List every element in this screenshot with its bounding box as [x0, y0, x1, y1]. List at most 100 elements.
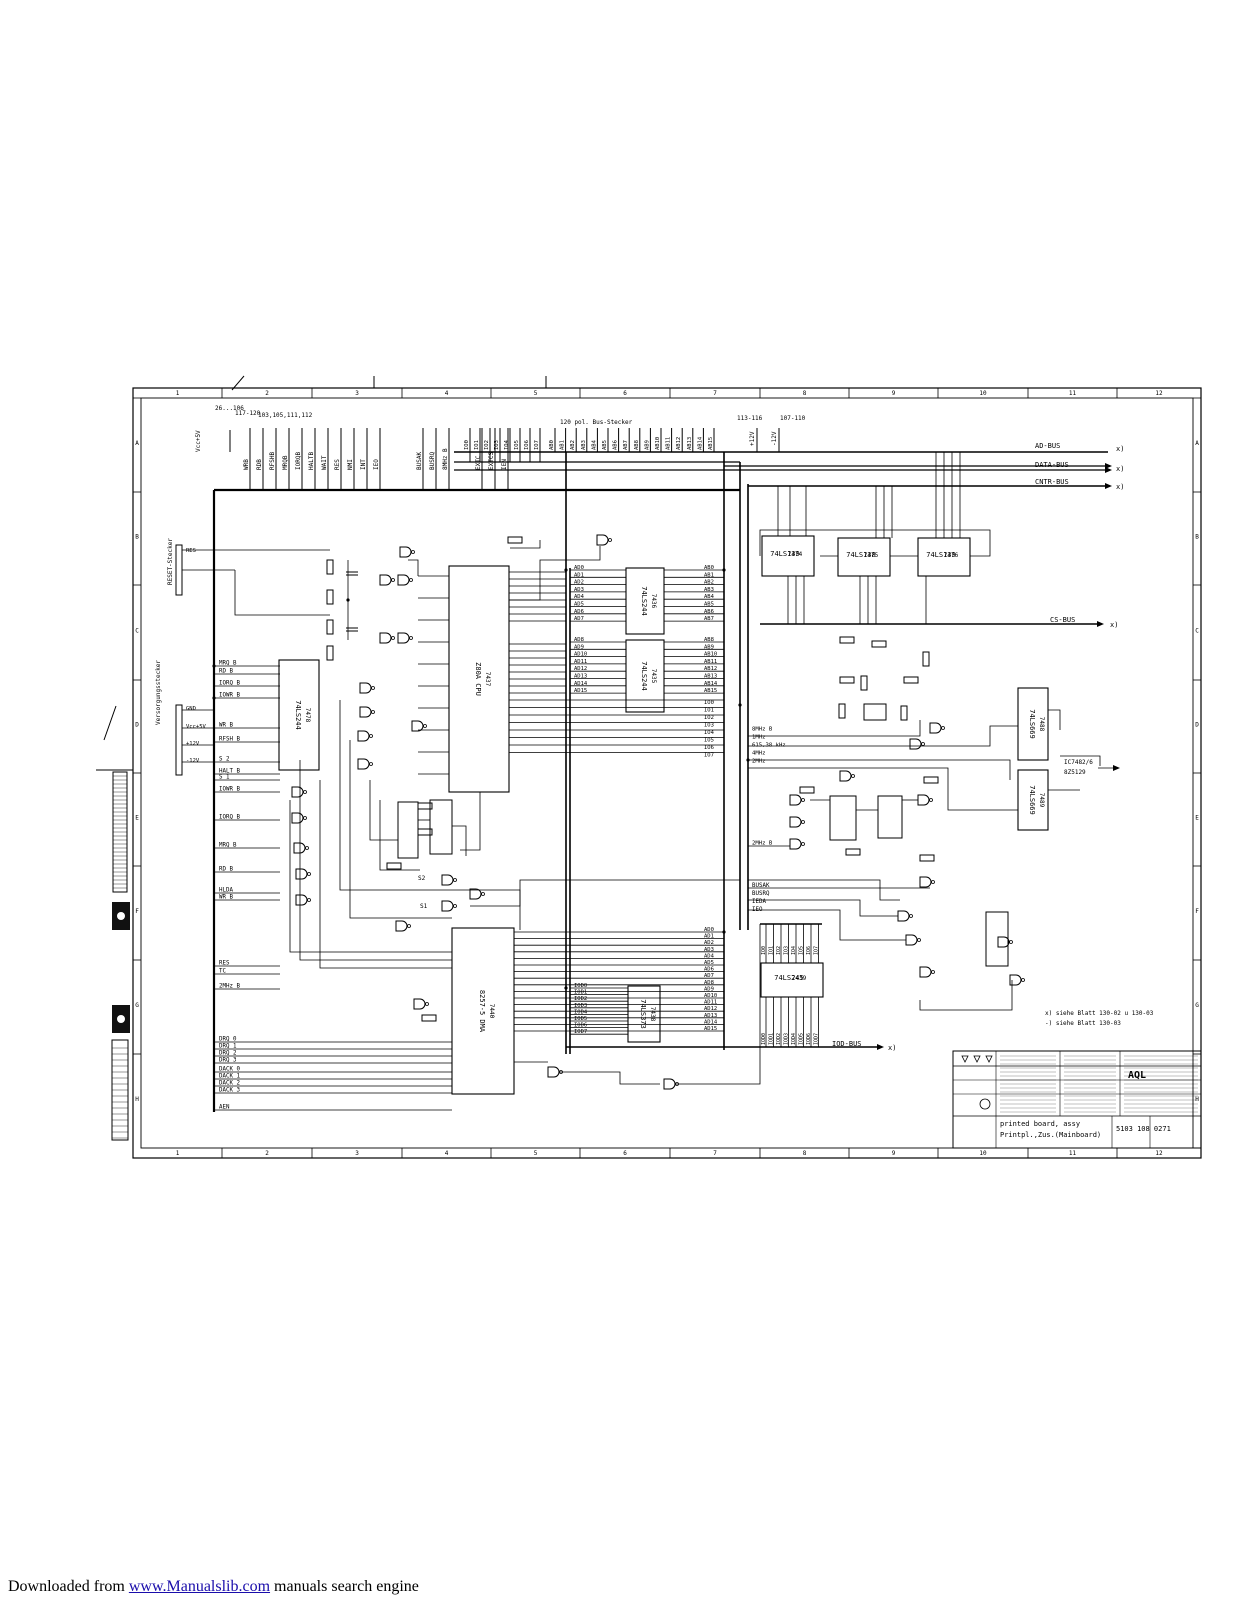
grid-col-label: 3	[355, 1150, 359, 1157]
xcvr-iod-label: IOD7	[814, 1033, 820, 1045]
gate-bubble	[608, 538, 612, 542]
note-arrow	[1113, 765, 1120, 771]
ad-bus-label: AD-BUS	[1035, 442, 1060, 450]
io-pin-label: IO2	[484, 440, 490, 450]
wire	[748, 759, 1011, 780]
grid-col-label: 8	[803, 390, 807, 397]
logic-gate	[547, 1066, 560, 1078]
wire	[748, 879, 900, 901]
grid-col-label: 4	[445, 1150, 449, 1157]
logic-gate	[789, 838, 802, 850]
ad-bus-arrow	[1105, 467, 1112, 473]
gate-bubble	[1009, 940, 1013, 944]
latch-line-label: IOD7	[574, 1029, 587, 1035]
z80a-cpu-chip	[448, 565, 510, 793]
junction-dot	[346, 598, 350, 602]
control-signal-label: 2MHz B	[219, 984, 240, 990]
logic-gate	[905, 934, 918, 946]
reset-connector	[175, 544, 183, 596]
tolerance-triangle	[985, 1055, 993, 1063]
wire	[349, 740, 452, 919]
wire	[748, 909, 906, 941]
chip-layer	[111, 387, 1202, 1159]
wire	[748, 767, 1018, 811]
wire	[1060, 755, 1101, 766]
dma-signal-label: AEN	[219, 1105, 230, 1111]
latch-line-label: IOD0	[574, 983, 587, 989]
clock-signal-label: 615,38 kHz	[752, 743, 786, 749]
timing-resistor	[900, 705, 908, 721]
ab-pin-label: AB8	[634, 440, 640, 450]
wire	[408, 559, 419, 576]
logic-gate	[663, 1078, 676, 1090]
logic-gate	[929, 722, 942, 734]
grid-col-label: 9	[892, 390, 896, 397]
logic-gate	[919, 966, 932, 978]
gate-bubble	[559, 1070, 563, 1074]
grid-col-label: 6	[623, 390, 627, 397]
bus-line-label: AB6	[704, 609, 714, 615]
xcvr-io-label: IO5	[799, 946, 805, 955]
counter-74ls669-7488-chip	[1017, 687, 1049, 761]
ab-pin-label: AB13	[687, 437, 693, 450]
gate-bubble	[909, 914, 913, 918]
io-pin-label: IO4	[504, 439, 510, 450]
manualslib-link[interactable]: www.Manualslib.com	[128, 1578, 271, 1595]
control-signal-label: RFSH B	[219, 737, 240, 743]
bus-line-label: AB13	[704, 674, 717, 680]
grid-row-label: B	[135, 534, 139, 541]
junction-dot	[722, 930, 726, 934]
pullup-resistor	[417, 828, 433, 836]
gate-bubble	[851, 774, 855, 778]
dma-signal-label: DACK 3	[219, 1088, 240, 1094]
timing-resistor	[838, 703, 846, 719]
dma-address-label: AD7	[704, 973, 714, 979]
ab-pin-label: AB12	[676, 437, 682, 450]
pullup-resistor	[386, 862, 402, 870]
flipflop-chip-7486	[877, 795, 903, 839]
chip-ref-label: 7435	[650, 669, 657, 684]
gate-bubble	[453, 878, 457, 882]
m12v-pin-label: -12V	[186, 758, 200, 764]
chip-ref-label: 7437	[484, 672, 491, 687]
address-line-label: AD4	[574, 594, 585, 600]
gate-bubble	[307, 898, 311, 902]
logic-gate	[291, 812, 304, 824]
dma-signal-label: DRQ 3	[219, 1058, 237, 1064]
timing-resistor	[860, 675, 868, 691]
latch-line-label: IOD4	[574, 1009, 588, 1015]
logic-gate	[469, 888, 482, 900]
logic-gate	[295, 868, 308, 880]
right-signal-label: IEO	[752, 907, 763, 913]
bus-line-label: AB12	[704, 666, 717, 672]
control-signal-label: HLDA	[219, 888, 233, 894]
gate-bubble	[921, 742, 925, 746]
clock-signal-label: 4MHz	[752, 751, 765, 757]
chip-ref-label: 7476	[944, 552, 959, 559]
crystal-box	[863, 703, 887, 721]
gate-bubble	[801, 820, 805, 824]
pullup-resistor	[923, 776, 939, 784]
xcvr-io-label: IO1	[769, 946, 775, 955]
dma-address-label: AD6	[704, 967, 714, 973]
reset-wire	[234, 570, 330, 616]
ab-pin-label: AB6	[613, 440, 619, 450]
logic-gate	[291, 786, 304, 798]
ab-pin-label: AB5	[602, 440, 608, 450]
grid-row-label: G	[135, 1002, 139, 1009]
logic-gate	[359, 682, 372, 694]
wire	[369, 780, 398, 841]
pullup-resistor	[799, 786, 815, 794]
top-pin-signal-label: BUSAK	[416, 452, 423, 470]
bus-line-label: AB15	[704, 688, 717, 694]
io-pin-label: IO0	[464, 440, 470, 450]
address-line-label: AD15	[574, 688, 587, 694]
cntr-bus-arrow	[1105, 483, 1112, 489]
grid-col-label: 7	[713, 390, 717, 397]
address-line-label: AD5	[574, 602, 584, 608]
tolerance-triangle	[961, 1055, 969, 1063]
dma-address-label: AD12	[704, 1006, 717, 1012]
ab-pin-label: AB10	[655, 437, 661, 450]
control-signal-label: IOWR B	[219, 693, 240, 699]
logic-gate	[441, 874, 454, 886]
